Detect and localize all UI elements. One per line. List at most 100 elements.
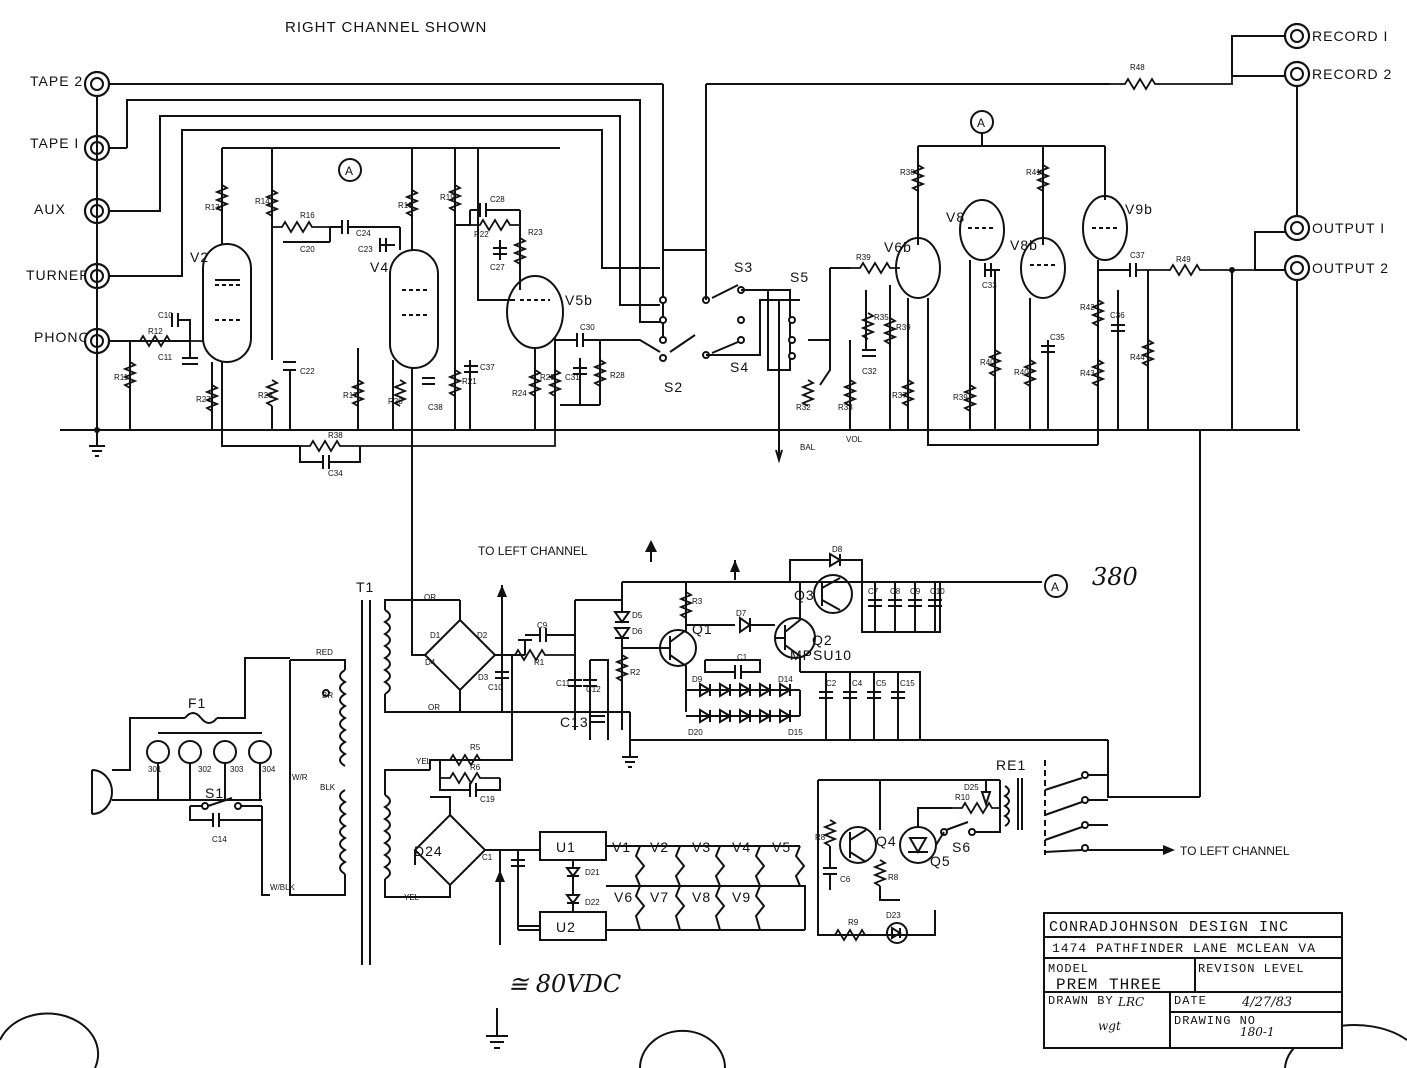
wire-or2: OR xyxy=(428,703,440,712)
label-r10: R10 xyxy=(955,793,970,802)
lamp-302 xyxy=(178,740,202,764)
label-r13: R13 xyxy=(205,203,220,212)
company-address: 1474 PATHFINDER LANE MCLEAN VA xyxy=(1052,941,1316,956)
label-d9: D9 xyxy=(692,675,703,684)
label-r39: R39 xyxy=(856,253,871,262)
label-r37: R39 xyxy=(953,393,968,402)
selector-switches: S3 S5 S2 S4 R32 BAL R33 VOL C32 R35 xyxy=(659,84,889,464)
label-r1: R1 xyxy=(534,658,545,667)
tube-v8b-label: V8b xyxy=(1010,237,1038,253)
label-c7: C2 xyxy=(826,679,837,688)
label-r22: R22 xyxy=(474,230,489,239)
heater-v7: V7 xyxy=(650,889,669,905)
label-r2: R2 xyxy=(630,668,641,677)
phono-stage: A V2 R13 R14 R16 C20 C24 C22 R26 xyxy=(114,147,661,600)
node-a-supply xyxy=(1044,574,1068,598)
transistor-q1-label: Q1 xyxy=(692,621,713,637)
node-a-right-label: A xyxy=(977,116,985,130)
wire-br: BR xyxy=(322,691,333,700)
label-d15: D15 xyxy=(788,728,803,737)
switch-s2-label: S2 xyxy=(664,379,683,395)
relay-label: RE1 xyxy=(996,757,1026,773)
label-r16: R16 xyxy=(300,211,315,220)
label-r24: R24 xyxy=(512,389,527,398)
relay-contacts xyxy=(1044,430,1201,855)
heater-v8: V8 xyxy=(692,889,711,905)
label-c20: C20 xyxy=(300,245,315,254)
label-r48: R48 xyxy=(1130,63,1145,72)
wire-red: RED xyxy=(316,648,333,657)
node-a-voltage: 380 xyxy=(1092,563,1138,591)
diode-d23 xyxy=(886,922,908,944)
label-c10b: C15 xyxy=(900,679,915,688)
label-r27: R27 xyxy=(196,395,211,404)
label-c38: C19 xyxy=(480,795,495,804)
label-c37: C37 xyxy=(1130,251,1145,260)
heater-v2: V2 xyxy=(650,839,669,855)
label-r20: R20 xyxy=(388,397,403,406)
label-r42: R43 xyxy=(1080,369,1095,378)
label-d24: D24 xyxy=(414,843,443,859)
date-label: DATE xyxy=(1174,994,1207,1008)
jack-label-record2: RECORD 2 xyxy=(1312,66,1392,82)
label-r19: R19 xyxy=(440,193,455,202)
power-supply: TO LEFT CHANNEL T1 RED BR W/R BLK W/BLK … xyxy=(91,430,1290,1049)
label-d22: D22 xyxy=(585,898,600,907)
label-r40: R41 xyxy=(1026,168,1041,177)
tube-v8 xyxy=(959,199,1005,261)
transistor-q5-label: Q5 xyxy=(930,853,951,869)
label-c24: C24 xyxy=(356,229,371,238)
control-bal: BAL xyxy=(800,443,816,452)
zener-string-top xyxy=(699,682,792,698)
transistor-q2-label: Q2 xyxy=(812,632,833,648)
model-label: MODEL xyxy=(1048,962,1089,976)
lamp-label-302: 302 xyxy=(198,765,212,774)
line-stage: A R38 R41 V6b R39 R37 R39 V8 R39 C33 R40 xyxy=(830,110,1290,446)
label-r12: R12 xyxy=(148,327,163,336)
wire-or1: OR xyxy=(424,593,436,602)
transistor-q4 xyxy=(839,826,877,864)
wire-wblk: W/BLK xyxy=(270,883,296,892)
label-r23: R23 xyxy=(528,228,543,237)
transistor-q3 xyxy=(813,574,853,614)
lamp-303 xyxy=(213,740,237,764)
wire-yel1: YEL xyxy=(416,757,432,766)
jack-label-turner: TURNER xyxy=(26,267,90,283)
zener-string-bottom xyxy=(699,708,792,724)
label-c33: C34 xyxy=(328,469,343,478)
label-c6b: C1 xyxy=(482,853,493,862)
label-r25: R25 xyxy=(540,373,555,382)
label-c10: C10 xyxy=(158,311,173,320)
label-c13: C9 xyxy=(910,587,921,596)
label-r39b: R40 xyxy=(1014,368,1029,377)
label-r34: R37 xyxy=(892,391,907,400)
tube-v8b xyxy=(1020,237,1066,299)
switch-s1-label: S1 xyxy=(205,785,224,801)
drawn-by-label: DRAWN BY xyxy=(1048,994,1114,1008)
tube-v5b-label: V5b xyxy=(565,292,593,308)
switch-s6-label: S6 xyxy=(952,839,971,855)
label-c15: C13 xyxy=(560,714,589,730)
label-c22: C22 xyxy=(300,367,315,376)
tube-v6b-label: V6b xyxy=(884,239,912,255)
model-name: PREM THREE xyxy=(1056,976,1162,994)
node-a-left xyxy=(338,158,362,182)
label-d4: D4 xyxy=(425,658,436,667)
label-c2: C10 xyxy=(488,683,503,692)
label-c12: C8 xyxy=(890,587,901,596)
label-r6: R6 xyxy=(470,763,481,772)
label-r8: R8 xyxy=(888,873,899,882)
tube-v2-label: V2 xyxy=(190,249,209,265)
lamp-label-304: 304 xyxy=(262,765,276,774)
label-c9: C5 xyxy=(876,679,887,688)
node-a-left-label: A xyxy=(345,164,353,178)
filter-caps-upper xyxy=(868,582,942,632)
label-c11b: C7 xyxy=(868,587,879,596)
label-c14: C10 xyxy=(930,587,945,596)
label-r17: R17 xyxy=(343,391,358,400)
label-r28: R28 xyxy=(610,371,625,380)
transistor-q3-label: Q3 xyxy=(794,587,815,603)
label-r41: R42 xyxy=(1080,303,1095,312)
label-d14: D14 xyxy=(778,675,793,684)
